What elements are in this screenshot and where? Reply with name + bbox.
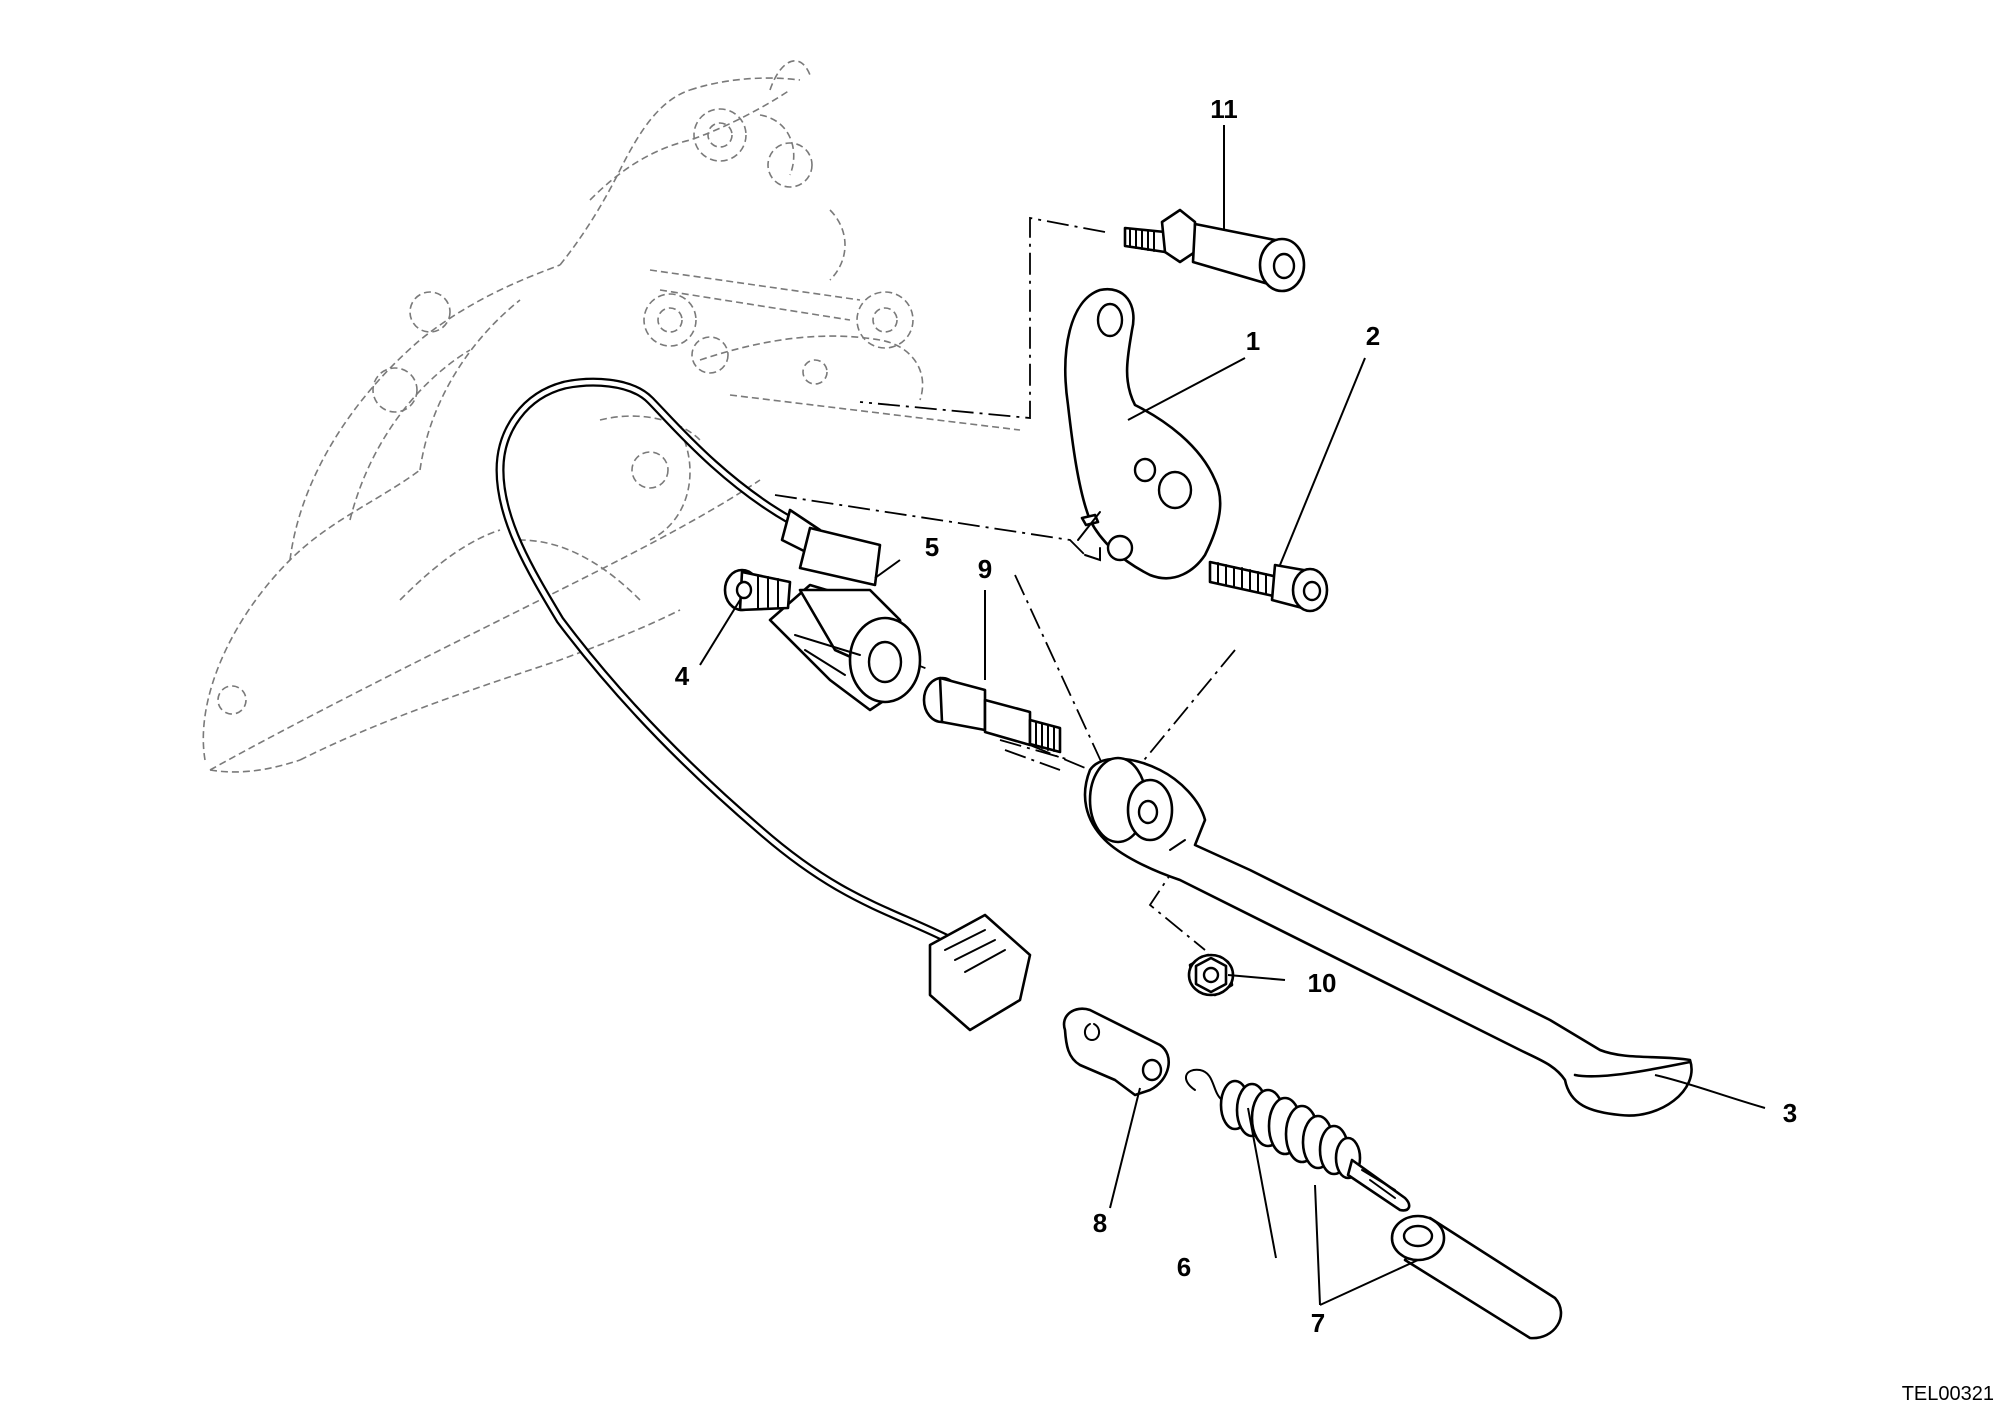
spring-part-6 <box>1185 1068 1411 1212</box>
callout-3: 3 <box>1783 1098 1797 1128</box>
leader-4 <box>699 599 741 666</box>
callout-7: 7 <box>1311 1308 1325 1338</box>
callout-labels: 11 1 2 3 4 5 6 7 8 9 10 <box>675 94 1797 1338</box>
callout-10: 10 <box>1308 968 1337 998</box>
callout-2: 2 <box>1366 321 1380 351</box>
callout-6: 6 <box>1177 1252 1191 1282</box>
callout-11: 11 <box>1210 94 1238 124</box>
leader-8 <box>1109 1087 1141 1209</box>
plate-part-8 <box>1062 1007 1170 1097</box>
screw-part-2 <box>1208 560 1329 613</box>
leader-1 <box>1127 357 1246 421</box>
screw-part-4 <box>723 568 792 612</box>
callout-5: 5 <box>925 532 939 562</box>
callout-1: 1 <box>1246 326 1260 356</box>
leader-6 <box>1247 1107 1277 1259</box>
callout-4: 4 <box>675 661 690 691</box>
pivot-pin-part-9 <box>922 676 1062 754</box>
callout-8: 8 <box>1093 1208 1107 1238</box>
leader-2 <box>1279 357 1366 566</box>
leader-10 <box>1227 974 1286 981</box>
leader-3 <box>1654 1074 1766 1109</box>
callout-9: 9 <box>978 554 992 584</box>
bracket-part-1 <box>1064 287 1222 580</box>
nut-part-10 <box>1187 953 1235 997</box>
sidestand-switch-part-5 <box>495 377 955 945</box>
bolt-part-11 <box>1123 208 1306 293</box>
leader-7 <box>1314 1184 1419 1306</box>
leader-lines <box>699 125 1766 1306</box>
drawing-code: TEL00321 <box>1902 1383 1994 1405</box>
sleeve-part-7 <box>1390 1214 1563 1340</box>
frame-outline <box>202 60 1021 773</box>
assembly-axes <box>774 216 1281 951</box>
leader-5 <box>874 559 901 579</box>
cable-connector <box>928 913 1032 1032</box>
side-stand-part-3 <box>1083 756 1693 1117</box>
